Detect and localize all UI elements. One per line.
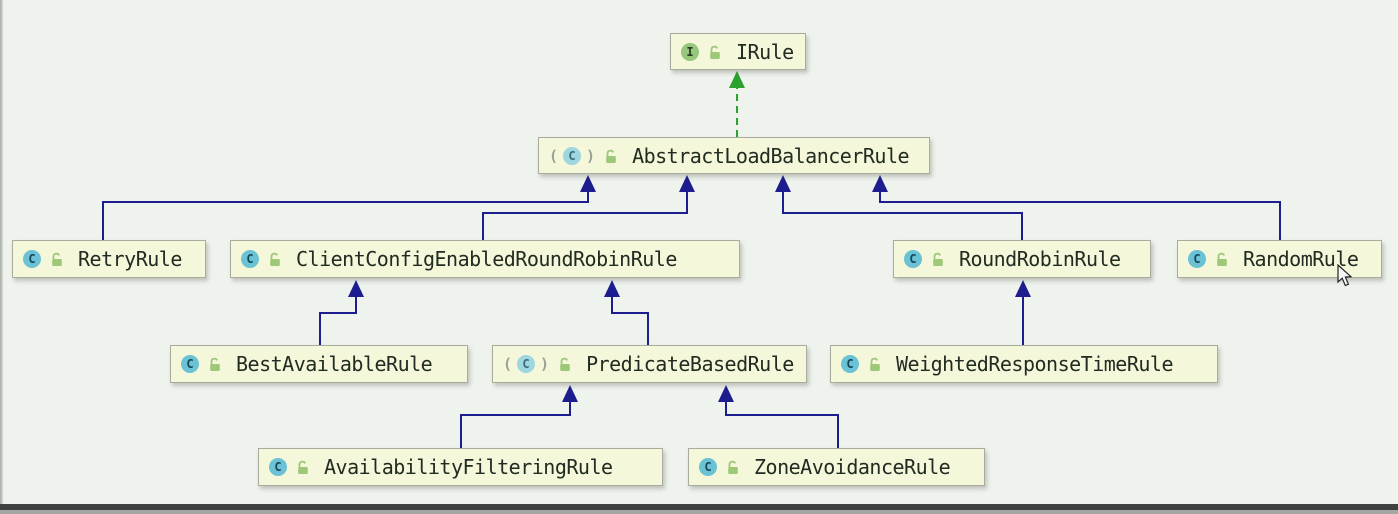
abstract-class-icon: (C)	[503, 355, 573, 373]
arrowhead	[1015, 280, 1031, 297]
unlocked-padlock-icon	[870, 357, 880, 371]
edge-weighted-response-time-rule-to-round-robin-rule-extends	[1015, 280, 1031, 345]
unlocked-padlock-icon	[210, 357, 220, 371]
class-node-availability-filtering-rule[interactable]: C AvailabilityFilteringRule	[258, 448, 663, 486]
class-name-label: RoundRobinRule	[959, 247, 1121, 271]
class-name-label: AbstractLoadBalancerRule	[632, 143, 910, 168]
class-name-label: ZoneAvoidanceRule	[754, 455, 951, 479]
class-node-weighted-response-time-rule[interactable]: C WeightedResponseTimeRule	[830, 345, 1218, 383]
class-node-best-available-rule[interactable]: C BestAvailableRule	[170, 345, 468, 383]
edge-round-robin-rule-to-abstract-load-balancer-rule-extends	[775, 175, 1023, 240]
arrowhead	[679, 175, 695, 192]
window-bottom-border-light	[0, 510, 1398, 514]
arrowhead	[562, 385, 578, 402]
arrowhead	[729, 71, 745, 88]
edge-retry-rule-to-abstract-load-balancer-rule-extends	[102, 175, 596, 240]
class-node-retry-rule[interactable]: C RetryRule	[12, 240, 206, 278]
class-icon: C	[269, 458, 311, 476]
edge-best-available-rule-to-client-config-enabled-round-robin-rule-extends	[319, 280, 364, 345]
class-name-label: WeightedResponseTimeRule	[896, 352, 1173, 376]
class-node-predicate-based-rule[interactable]: (C) PredicateBasedRule	[492, 345, 807, 383]
class-icon: C	[23, 250, 65, 268]
unlocked-padlock-icon	[710, 45, 720, 59]
window-bottom-border	[0, 504, 1398, 510]
edge-predicate-based-rule-to-client-config-enabled-round-robin-rule-extends	[604, 280, 649, 345]
edge-abstract-load-balancer-rule-to-irule-implements	[729, 71, 745, 137]
arrowhead	[604, 280, 620, 297]
edge-random-rule-to-abstract-load-balancer-rule-extends	[872, 175, 1281, 240]
edge-zone-avoidance-rule-to-predicate-based-rule-extends	[718, 385, 839, 448]
window-left-edge	[0, 0, 3, 514]
class-node-irule[interactable]: I IRule	[670, 33, 806, 70]
abstract-paren-right: )	[586, 146, 596, 165]
class-node-random-rule[interactable]: C RandomRule	[1177, 240, 1382, 278]
edge-availability-filtering-rule-to-predicate-based-rule-extends	[460, 385, 578, 448]
class-icon: C	[699, 458, 741, 476]
unlocked-padlock-icon	[728, 460, 738, 474]
arrowhead	[775, 175, 791, 192]
class-icon: C	[241, 250, 283, 268]
class-icon: C	[904, 250, 946, 268]
unlocked-padlock-icon	[560, 357, 570, 371]
class-icon: C	[841, 355, 883, 373]
unlocked-padlock-icon	[270, 252, 280, 266]
class-node-round-robin-rule[interactable]: C RoundRobinRule	[893, 240, 1151, 278]
unlocked-padlock-icon	[1217, 252, 1227, 266]
unlocked-padlock-icon	[933, 252, 943, 266]
interface-icon: I	[681, 42, 723, 61]
abstract-paren-left: (	[549, 146, 559, 165]
abstract-class-icon: (C)	[549, 146, 619, 165]
class-node-zone-avoidance-rule[interactable]: C ZoneAvoidanceRule	[688, 448, 985, 486]
edge-client-config-enabled-round-robin-rule-to-abstract-load-balancer-rule-extends	[482, 175, 695, 240]
class-name-label: RetryRule	[78, 247, 182, 271]
class-name-label: RandomRule	[1243, 247, 1359, 271]
unlocked-padlock-icon	[52, 252, 62, 266]
class-node-client-config-enabled-round-robin-rule[interactable]: C ClientConfigEnabledRoundRobinRule	[230, 240, 740, 278]
class-node-abstract-load-balancer-rule[interactable]: (C) AbstractLoadBalancerRule	[538, 137, 930, 174]
unlocked-padlock-icon	[606, 149, 616, 163]
arrowhead	[580, 175, 596, 192]
arrowhead	[718, 385, 734, 402]
class-icon: C	[181, 355, 223, 373]
class-name-label: AvailabilityFilteringRule	[324, 455, 613, 479]
class-icon: C	[1188, 250, 1230, 268]
class-name-label: IRule	[736, 39, 794, 64]
class-name-label: BestAvailableRule	[236, 352, 433, 376]
class-name-label: ClientConfigEnabledRoundRobinRule	[296, 247, 677, 271]
arrowhead	[872, 175, 888, 192]
abstract-paren-right: )	[540, 355, 550, 373]
class-name-label: PredicateBasedRule	[586, 352, 794, 376]
arrowhead	[348, 280, 364, 297]
unlocked-padlock-icon	[298, 460, 308, 474]
abstract-paren-left: (	[503, 355, 513, 373]
